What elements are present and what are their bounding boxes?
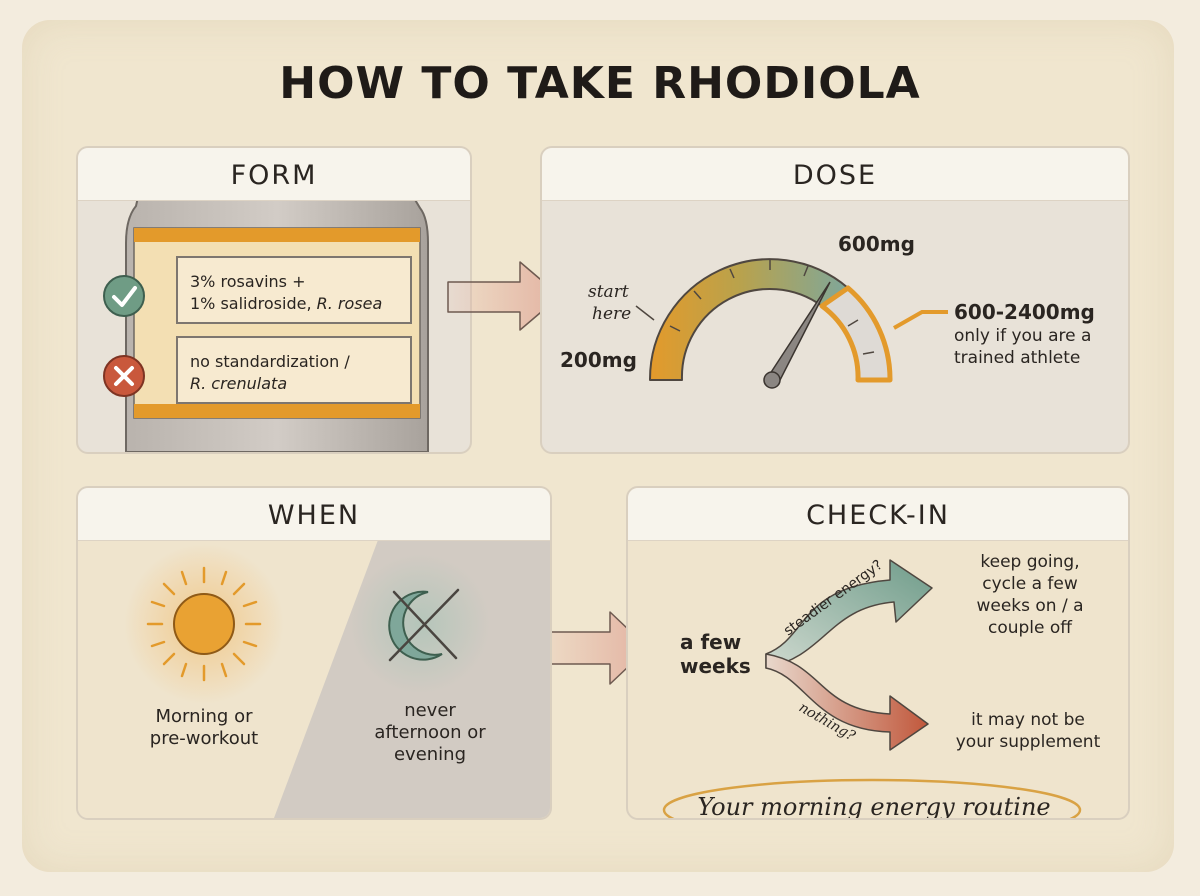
night-label-2: afternoon or <box>374 722 486 743</box>
form-heading: FORM <box>78 148 470 201</box>
when-panel: WHEN <box>76 486 552 820</box>
form-icons <box>103 275 145 397</box>
night-label-1: never <box>404 700 456 721</box>
dose-low-label: 200mg <box>560 348 637 372</box>
dose-gauge <box>635 258 948 389</box>
down-result-1: it may not be <box>971 710 1085 730</box>
dose-heading: DOSE <box>542 148 1128 201</box>
day-label-2: pre-workout <box>149 728 259 749</box>
form-panel: FORM 3% rosavins + 1% salidroside, R. ro… <box>76 146 472 454</box>
up-result-1: keep going, <box>980 552 1080 572</box>
dose-high-label: 600-2400mg <box>954 300 1095 324</box>
down-branch-arrow <box>765 653 929 751</box>
start-label-2: here <box>592 304 632 324</box>
up-branch-arrow <box>765 559 933 669</box>
bad-form-box <box>176 336 412 404</box>
tagline: Your morning energy routine <box>697 793 1051 820</box>
when-icons <box>146 566 460 682</box>
good-form-species: R. rosea <box>316 294 383 313</box>
day-label-1: Morning or <box>155 706 253 727</box>
bad-form-line-2: R. crenulata <box>190 374 288 393</box>
page-title: HOW TO TAKE RHODIOLA <box>279 58 921 109</box>
checkin-heading: CHECK-IN <box>628 488 1128 541</box>
good-form-line-2-text: 1% salidroside, <box>190 294 317 313</box>
down-result-2: your supplement <box>955 732 1101 752</box>
checkin-start-1: a few <box>680 630 742 654</box>
x-icon <box>103 355 145 397</box>
check-icon <box>103 275 145 317</box>
dose-high-note-2: trained athlete <box>954 348 1081 368</box>
up-result-4: couple off <box>987 618 1072 638</box>
good-form-line-2: 1% salidroside, R. rosea <box>190 294 382 313</box>
up-result-3: weeks on / a <box>976 596 1084 616</box>
start-label-1: start <box>588 282 629 302</box>
dose-high-note-1: only if you are a <box>954 326 1092 346</box>
up-result-2: cycle a few <box>982 574 1078 594</box>
night-label-3: evening <box>393 744 467 765</box>
when-heading: WHEN <box>78 488 550 541</box>
checkin-panel: CHECK-IN steadier energy? nothing? a few… <box>626 486 1130 820</box>
gauge-needle <box>764 281 831 385</box>
dose-panel: DOSE start here 200mg 600mg 600-2400mg o… <box>540 146 1130 454</box>
gauge-ticks <box>669 260 875 355</box>
tagline-oval <box>662 778 1082 818</box>
checkin-flow: steadier energy? nothing? <box>662 557 1082 818</box>
crossed-moon-icon <box>388 588 460 662</box>
dose-mid-label: 600mg <box>838 232 915 256</box>
gauge-athlete-arc <box>819 285 893 383</box>
sun-icon <box>146 566 262 682</box>
start-here-pointer <box>635 305 655 321</box>
good-form-line-1: 3% rosavins + <box>190 272 306 291</box>
bad-form-line-1: no standardization / <box>190 352 350 371</box>
checkin-start-2: weeks <box>680 654 751 678</box>
athlete-callout-line <box>893 310 948 330</box>
gauge-main-arc <box>648 258 849 381</box>
good-form-box <box>176 256 412 324</box>
